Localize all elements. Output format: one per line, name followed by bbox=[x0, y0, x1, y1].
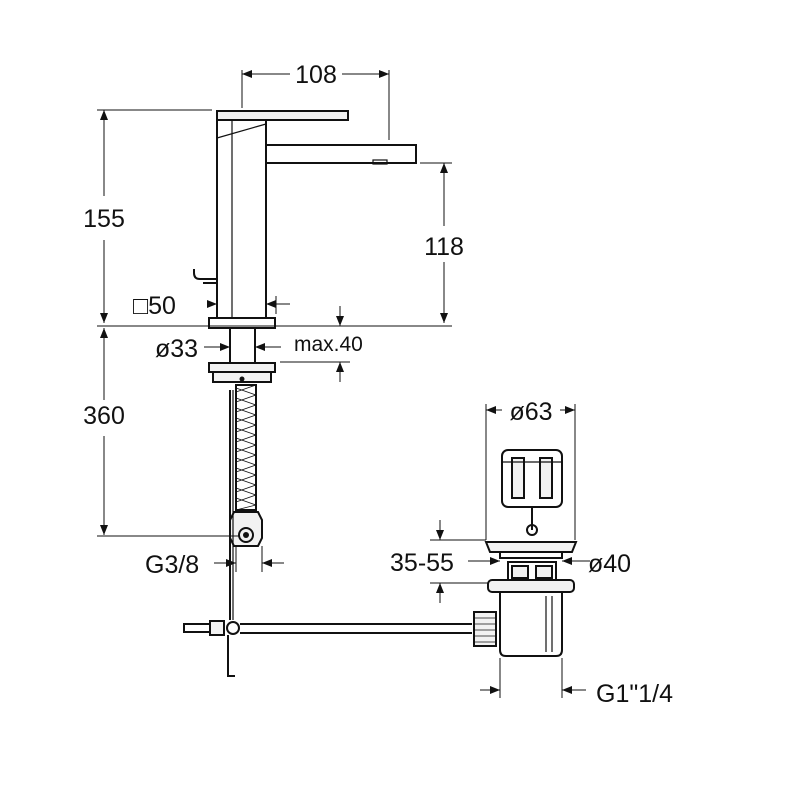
dim-cap-diameter: ø63 bbox=[485, 398, 576, 540]
dim-waste-deck-range: 35-55 bbox=[390, 520, 488, 603]
faucet bbox=[193, 110, 417, 677]
popup-rod bbox=[193, 269, 217, 284]
dim-label-108: 108 bbox=[295, 61, 337, 89]
dim-label-max40: max.40 bbox=[294, 333, 363, 356]
faucet-lever bbox=[216, 110, 349, 121]
dim-label-g114: G1"1/4 bbox=[596, 680, 673, 708]
dim-label-118: 118 bbox=[424, 233, 464, 261]
dim-spout-reach: 108 bbox=[241, 61, 390, 140]
waste-nut bbox=[487, 579, 575, 593]
dim-total-height: 155 bbox=[83, 109, 212, 323]
popup-pull-rod bbox=[227, 390, 235, 677]
dim-label-360: 360 bbox=[83, 402, 125, 430]
linkage-rod bbox=[183, 620, 472, 636]
fixing-washer bbox=[208, 362, 276, 373]
dim-base-diameter: ø33 bbox=[155, 335, 281, 363]
dim-waste-thread: G1"1/4 bbox=[480, 658, 673, 708]
dim-flange-diameter: ø40 bbox=[468, 550, 631, 578]
pop-up-waste bbox=[473, 449, 578, 657]
dim-hose-length: 360 bbox=[83, 328, 240, 537]
waste-flange bbox=[484, 541, 578, 553]
dim-spout-height: 118 bbox=[420, 162, 464, 323]
dim-label-50: □50 bbox=[133, 292, 176, 320]
dim-label-63: ø63 bbox=[509, 398, 552, 426]
dim-deck-thickness: max.40 bbox=[280, 306, 363, 382]
dim-label-3555: 35-55 bbox=[390, 549, 454, 577]
faucet-body bbox=[216, 119, 267, 319]
dim-label-155: 155 bbox=[83, 205, 125, 233]
supply-hose bbox=[229, 384, 263, 547]
waste-tail bbox=[499, 592, 563, 657]
dim-body-square: □50 bbox=[133, 292, 290, 320]
dim-label-g38: G3/8 bbox=[145, 551, 199, 579]
dim-hose-connection: G3/8 bbox=[145, 546, 284, 579]
faucet-spout bbox=[266, 144, 417, 164]
dim-label-40: ø40 bbox=[588, 550, 631, 578]
dim-label-33: ø33 bbox=[155, 335, 198, 363]
faucet-shank bbox=[229, 327, 256, 364]
